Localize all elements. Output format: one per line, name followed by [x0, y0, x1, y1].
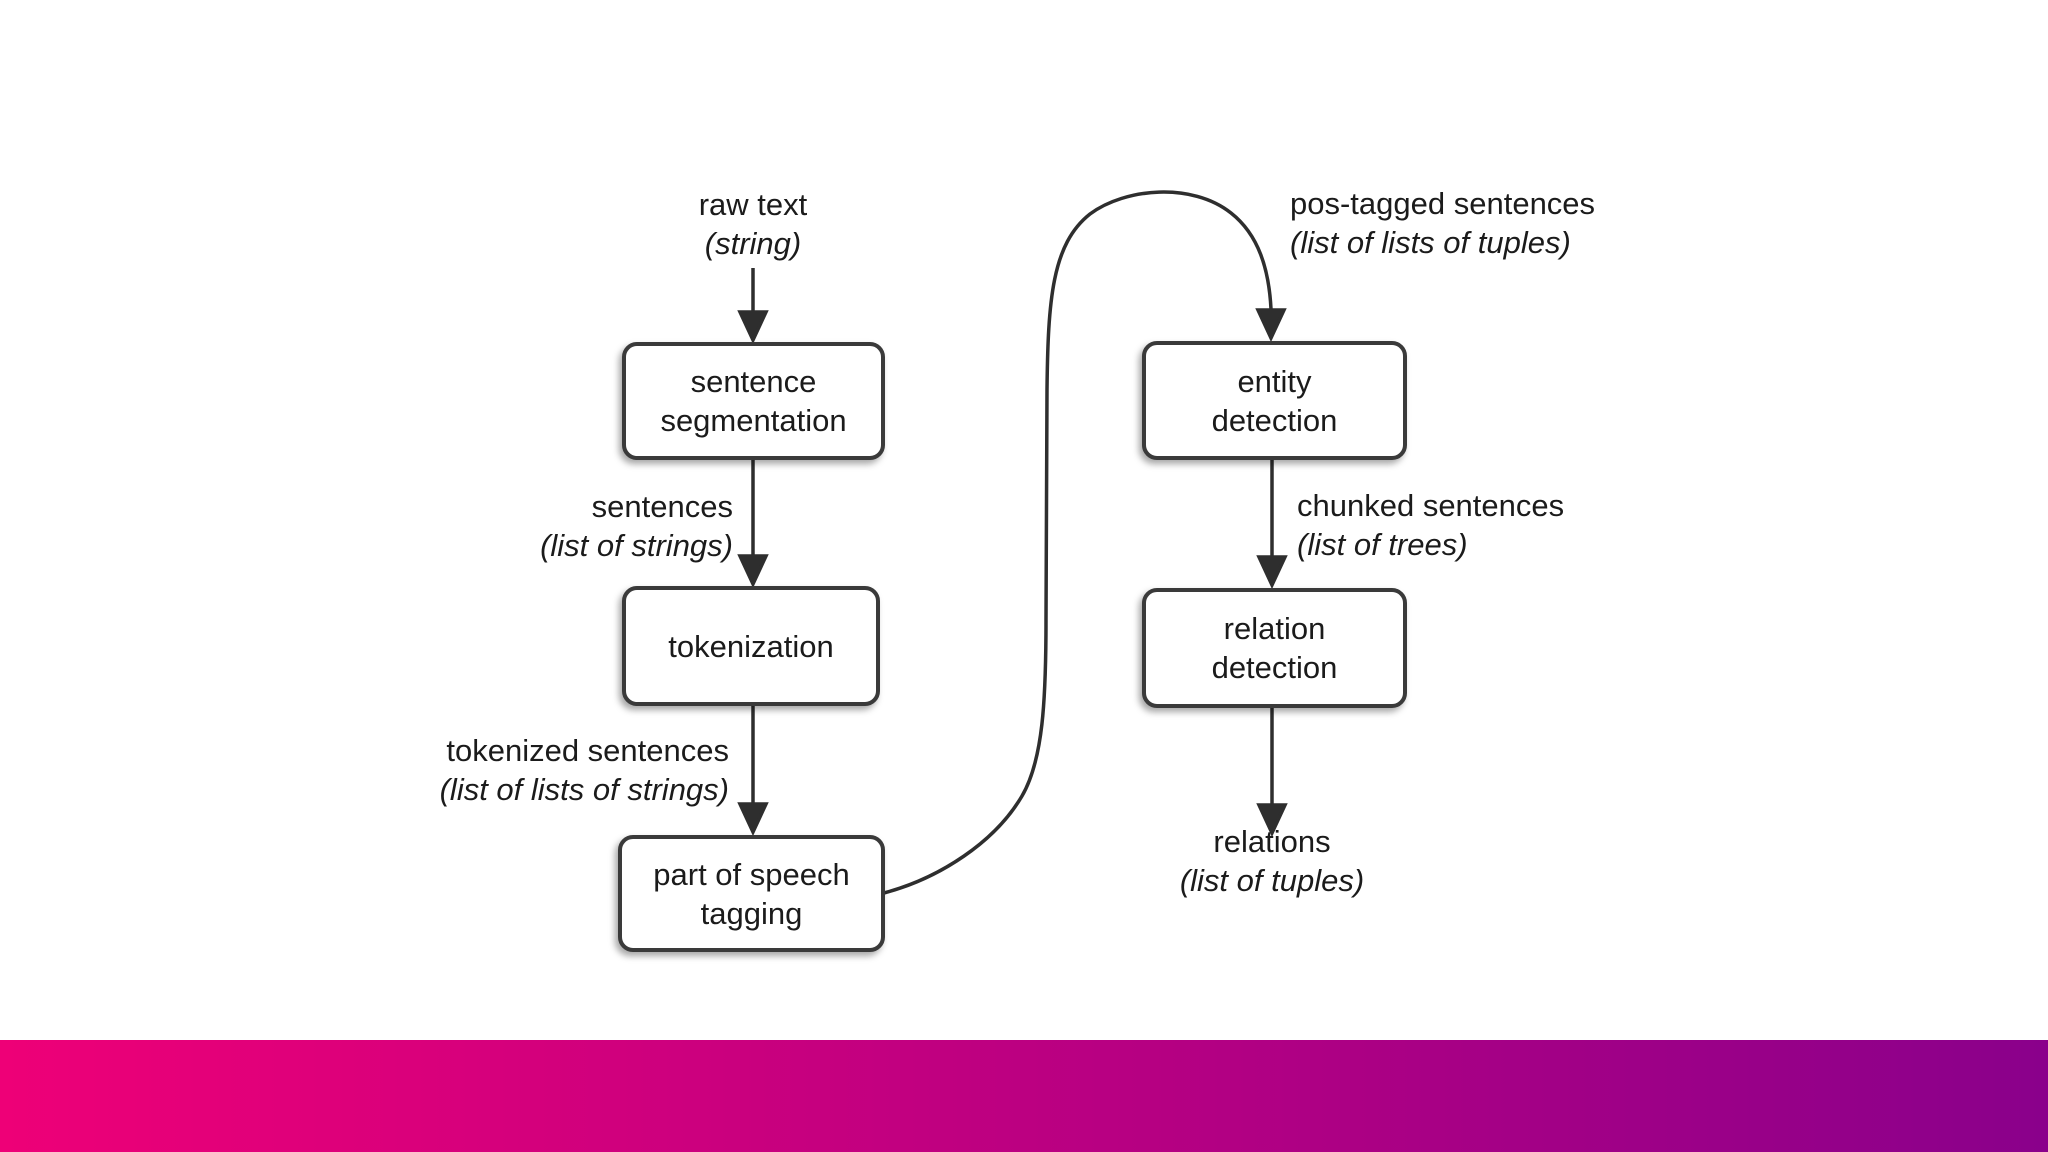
stage-box-tokenization: tokenization: [622, 586, 880, 706]
label-sentences-type: (list of strings): [540, 528, 733, 563]
label-sentences: sentences (list of strings): [403, 487, 733, 565]
label-relations-type: (list of tuples): [1179, 863, 1365, 898]
label-tokenized-sentences-name: tokenized sentences: [446, 733, 729, 768]
label-raw-text-type: (string): [704, 226, 802, 261]
label-tokenized-sentences: tokenized sentences (list of lists of st…: [357, 731, 729, 809]
label-pos-tagged-sentences: pos-tagged sentences (list of lists of t…: [1290, 184, 1720, 262]
arrow-raw-text-to-sentence-segmentation: [737, 268, 769, 345]
label-chunked-sentences-type: (list of trees): [1297, 527, 1468, 562]
label-pos-tagged-sentences-type: (list of lists of tuples): [1290, 225, 1571, 260]
arrow-entity-detection-to-relation-detection: [1256, 460, 1288, 590]
arrow-relation-detection-to-relations: [1256, 708, 1288, 838]
stage-box-relation-detection: relation detection: [1142, 588, 1407, 708]
connector-pos-tagging-to-entity-detection: [883, 190, 1287, 895]
stage-box-relation-detection-label: relation detection: [1211, 611, 1338, 685]
arrow-tokenization-to-pos-tagging: [737, 706, 769, 837]
stage-box-part-of-speech-tagging: part of speech tagging: [618, 835, 885, 952]
label-chunked-sentences-name: chunked sentences: [1297, 488, 1565, 523]
stage-box-sentence-segmentation-label: sentence segmentation: [660, 364, 847, 438]
stage-box-entity-detection-label: entity detection: [1211, 363, 1338, 438]
stage-box-sentence-segmentation: sentence segmentation: [622, 342, 885, 460]
label-pos-tagged-sentences-name: pos-tagged sentences: [1290, 186, 1596, 221]
arrow-sentence-segmentation-to-tokenization: [737, 460, 769, 589]
stage-box-part-of-speech-tagging-label: part of speech tagging: [653, 856, 850, 931]
label-relations: relations (list of tuples): [1072, 822, 1472, 900]
label-chunked-sentences: chunked sentences (list of trees): [1297, 486, 1727, 564]
footer-gradient-bar: [0, 1040, 2048, 1152]
label-raw-text-name: raw text: [698, 187, 808, 222]
stage-box-tokenization-label: tokenization: [668, 628, 834, 664]
label-tokenized-sentences-type: (list of lists of strings): [439, 772, 729, 807]
label-sentences-name: sentences: [591, 489, 733, 524]
label-raw-text: raw text (string): [553, 185, 953, 263]
label-relations-name: relations: [1213, 824, 1331, 859]
stage-box-entity-detection: entity detection: [1142, 341, 1407, 460]
